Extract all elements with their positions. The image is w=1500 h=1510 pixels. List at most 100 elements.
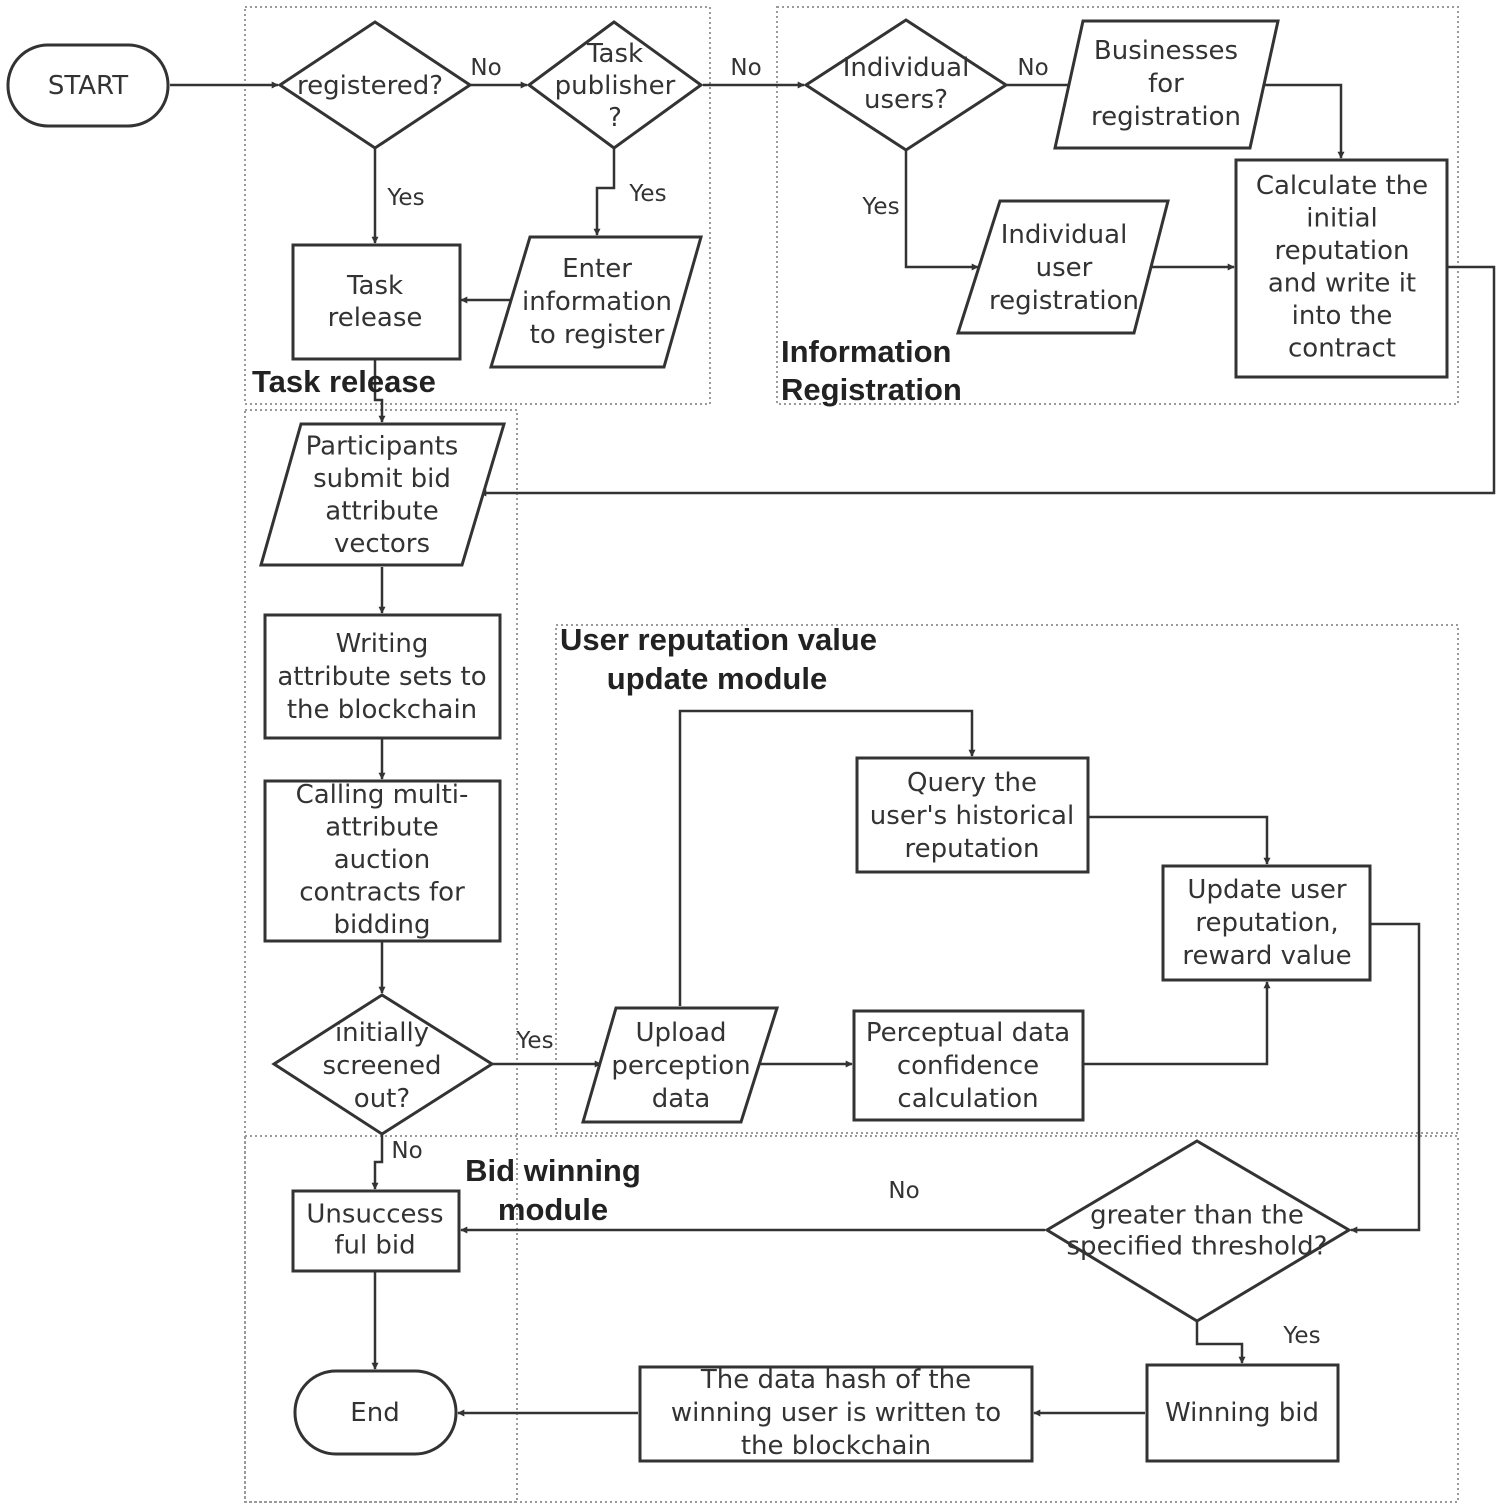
registered-label: registered? xyxy=(297,71,443,101)
edge-screened-no-to-unsuccessful xyxy=(371,1134,384,1190)
edge-upload-to-query xyxy=(678,709,976,1006)
info-registration-module-box xyxy=(776,6,1459,405)
info-registration-title-line1: Information xyxy=(781,334,952,369)
initially-screened-label: initially xyxy=(335,1018,429,1048)
writing-attribute-sets-box xyxy=(263,613,502,740)
calc-initial-reputation-label: initial xyxy=(1306,203,1378,233)
upload-perception-label: perception xyxy=(611,1051,750,1081)
individual-users-label: Individual xyxy=(843,53,970,83)
label-individual-yes: Yes xyxy=(861,194,899,220)
initially-screened-label: out? xyxy=(354,1084,410,1114)
businesses-registration-io xyxy=(1053,19,1280,150)
individual-registration-label: user xyxy=(1036,253,1093,283)
participants-submit-label: vectors xyxy=(334,529,430,559)
upload-perception-label: Upload xyxy=(635,1018,726,1048)
threshold-decision xyxy=(1044,1139,1352,1323)
edge-labels: No Yes No Yes No Yes Yes No No Yes xyxy=(386,55,1320,1349)
individual-users-decision xyxy=(803,18,1009,152)
label-threshold-no: No xyxy=(888,1178,919,1204)
individual-users-label: users? xyxy=(864,85,948,115)
label-screened-yes: Yes xyxy=(515,1028,553,1054)
reputation-update-title-line1: User reputation value xyxy=(560,622,877,657)
enter-information-io xyxy=(488,235,703,369)
calling-auction-box xyxy=(263,779,502,943)
writing-attribute-sets-label: Writing xyxy=(336,629,429,659)
task-publisher-label: ? xyxy=(608,103,622,133)
individual-registration-label: Individual xyxy=(1001,220,1128,250)
data-hash-label: winning user is written to xyxy=(671,1398,1001,1428)
label-threshold-yes: Yes xyxy=(1282,1323,1320,1349)
businesses-registration-label: Businesses xyxy=(1094,36,1238,66)
participants-submit-label: attribute xyxy=(325,496,438,526)
task-release-box-label: Task xyxy=(346,271,403,301)
task-publisher-decision xyxy=(526,20,704,150)
edge-calc-to-participants xyxy=(479,265,1496,497)
writing-attribute-sets-label: the blockchain xyxy=(287,695,477,725)
participants-submit-io xyxy=(259,422,507,567)
calc-initial-reputation-box xyxy=(1234,158,1449,379)
unsuccessful-bid-box xyxy=(291,1189,461,1273)
individual-registration-label: registration xyxy=(989,286,1139,316)
data-hash-label: the blockchain xyxy=(741,1431,931,1461)
perceptual-confidence-box xyxy=(852,1009,1085,1122)
update-reputation-label: Update user xyxy=(1187,875,1346,905)
calling-auction-label: contracts for xyxy=(299,878,465,908)
upload-perception-io xyxy=(581,1006,780,1124)
reputation-update-title-line2: update module xyxy=(607,661,827,696)
edge-perceptual-to-update xyxy=(1084,981,1271,1066)
registered-decision xyxy=(277,20,473,150)
edge-task-release-to-participants xyxy=(373,359,386,423)
individual-registration-io xyxy=(955,199,1170,335)
task-release-module-box xyxy=(244,6,711,405)
perceptual-confidence-label: Perceptual data xyxy=(866,1018,1070,1048)
winning-bid-label: Winning bid xyxy=(1165,1398,1319,1428)
calc-initial-reputation-label: Calculate the xyxy=(1256,171,1428,201)
edge-update-to-threshold xyxy=(1350,922,1421,1234)
participants-submit-label: Participants xyxy=(306,431,459,461)
query-history-box xyxy=(855,756,1090,874)
start-terminal xyxy=(6,43,170,128)
update-reputation-label: reputation, xyxy=(1195,908,1338,938)
calling-auction-label: attribute xyxy=(325,813,438,843)
query-history-label: Query the xyxy=(907,768,1037,798)
writing-attribute-sets-label: attribute sets to xyxy=(277,662,486,692)
label-screened-no: No xyxy=(391,1138,422,1164)
businesses-registration-label: registration xyxy=(1091,102,1241,132)
initially-screened-label: screened xyxy=(323,1051,442,1081)
calling-auction-label: Calling multi- xyxy=(296,780,469,810)
bid-winning-module-box xyxy=(244,1135,1459,1503)
task-publisher-label: Task xyxy=(586,39,643,69)
enter-information-label: Enter xyxy=(562,254,632,284)
bid-winning-title-line1: Bid winning xyxy=(465,1153,641,1188)
shapes xyxy=(6,18,1449,1463)
task-release-module-title: Task release xyxy=(252,364,436,399)
start-label: START xyxy=(48,71,128,101)
calc-initial-reputation-label: contract xyxy=(1288,333,1396,363)
info-registration-title-line2: Registration xyxy=(781,372,962,407)
edge-businesses-to-calc xyxy=(1250,83,1345,159)
unsuccessful-bid-label: Unsuccess xyxy=(306,1200,443,1230)
reputation-update-module-box xyxy=(555,624,1459,1134)
calc-initial-reputation-label: into the xyxy=(1292,301,1393,331)
module-titles: Task release Information Registration Us… xyxy=(252,334,962,1227)
initially-screened-decision xyxy=(271,993,495,1136)
perceptual-confidence-label: calculation xyxy=(897,1084,1038,1114)
perceptual-confidence-label: confidence xyxy=(897,1051,1039,1081)
end-label: End xyxy=(350,1398,399,1428)
calc-initial-reputation-label: reputation xyxy=(1274,236,1409,266)
edge-query-to-update xyxy=(1089,815,1271,865)
edge-individual-yes-to-individual-registration xyxy=(904,150,979,271)
label-publisher-yes: Yes xyxy=(628,181,666,207)
edge-publisher-yes-to-enter-info xyxy=(593,148,616,236)
threshold-label: specified threshold? xyxy=(1067,1232,1328,1262)
participants-submit-label: submit bid xyxy=(313,464,451,494)
update-reputation-box xyxy=(1161,864,1372,982)
bid-winning-title-line2: module xyxy=(498,1192,608,1227)
winning-bid-box xyxy=(1145,1363,1340,1463)
calc-initial-reputation-label: and write it xyxy=(1268,268,1416,298)
update-reputation-label: reward value xyxy=(1182,941,1351,971)
calling-auction-label: bidding xyxy=(334,910,431,940)
calling-auction-label: auction xyxy=(334,845,431,875)
data-hash-box xyxy=(638,1365,1034,1463)
query-history-label: user's historical xyxy=(870,801,1074,831)
